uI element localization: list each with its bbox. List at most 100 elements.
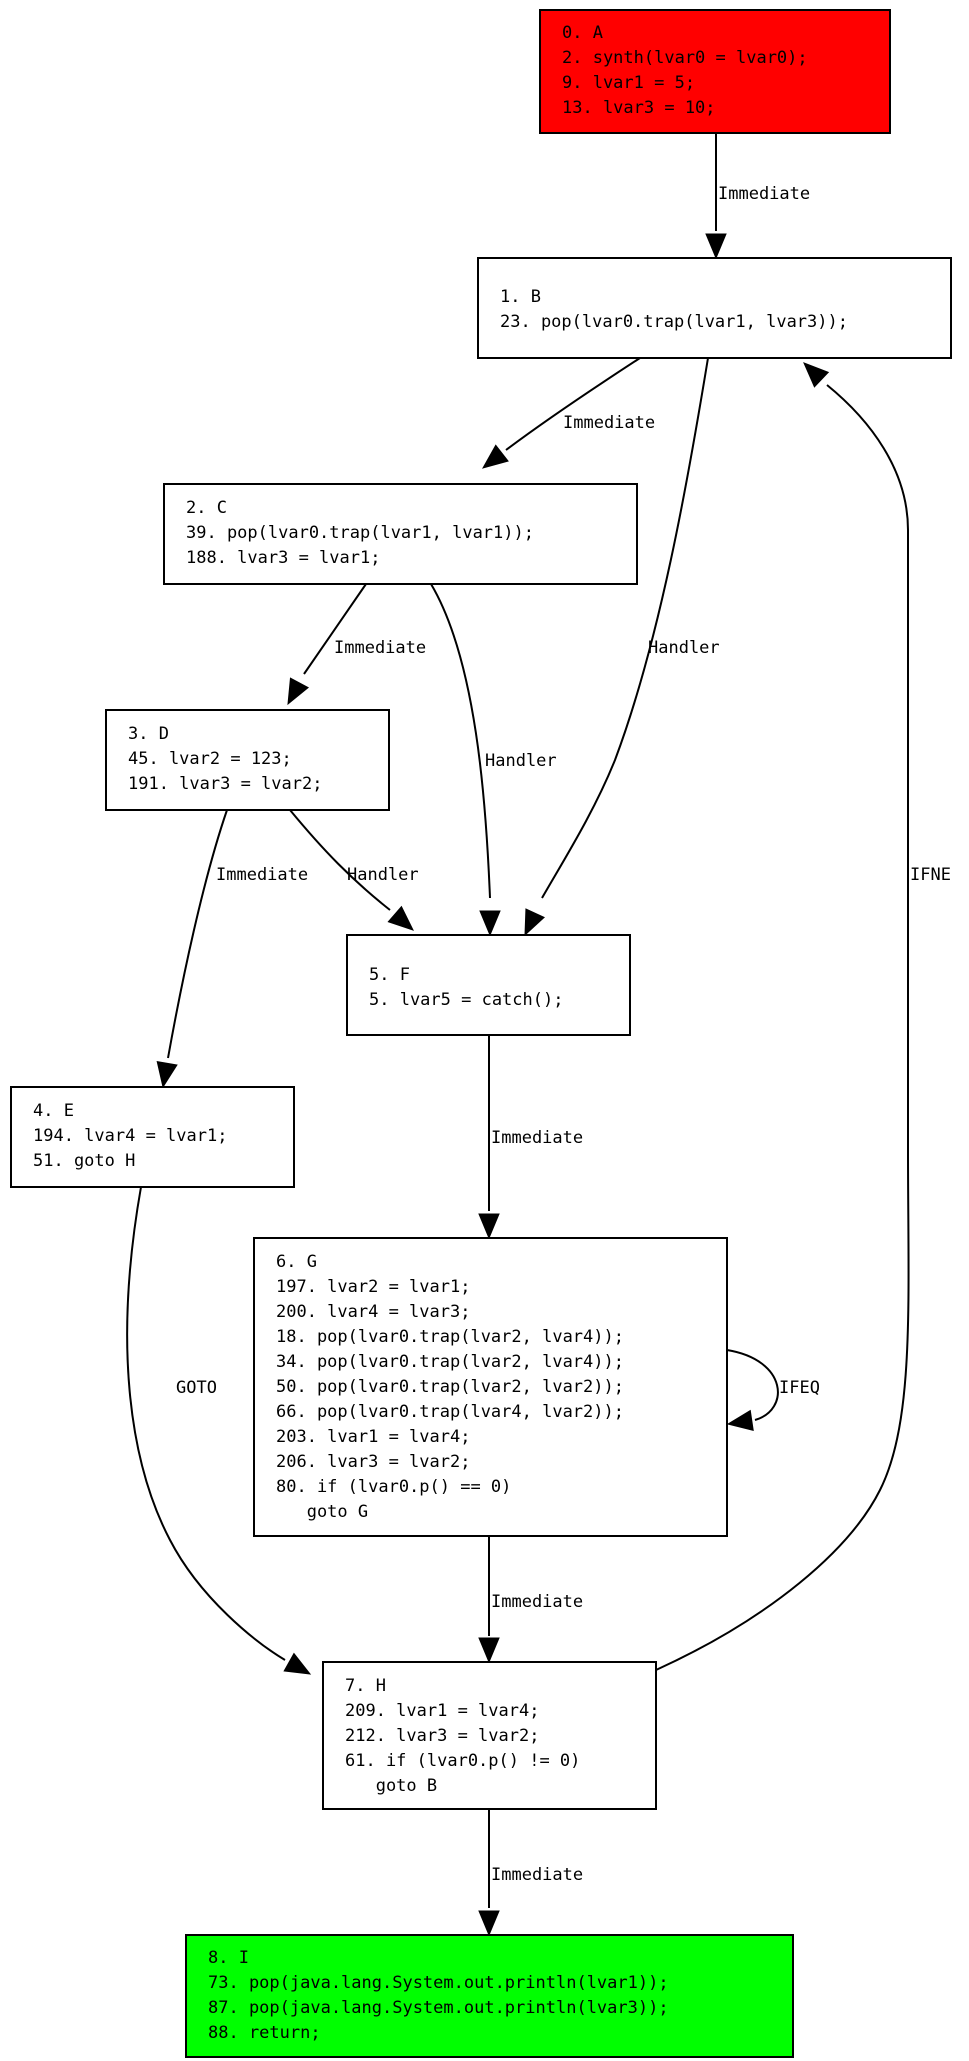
node-line: 212. lvar3 = lvar2; [345, 1726, 539, 1746]
node-line: goto G [276, 1502, 368, 1522]
edge-label: Immediate [334, 638, 426, 658]
arrowhead-icon [478, 1637, 500, 1664]
edge-d-e: Immediate [156, 809, 308, 1089]
edge-label: Handler [485, 751, 557, 771]
node-line: 45. lvar2 = 123; [128, 749, 292, 769]
node-line: goto B [345, 1776, 437, 1796]
node-box [253, 1237, 728, 1537]
edges-layer: ImmediateImmediateHandlerImmediateHandle… [126, 133, 951, 1937]
edge-line [167, 809, 228, 1059]
edge-g-g: IFEQ [726, 1349, 820, 1432]
node-line: 13. lvar3 = 10; [562, 98, 716, 118]
arrowhead-icon [283, 1652, 312, 1675]
node-line: 61. if (lvar0.p() != 0) [345, 1751, 580, 1771]
edge-label: Handler [347, 865, 419, 885]
edge-line [505, 357, 641, 451]
node-line: 80. if (lvar0.p() == 0) [276, 1477, 511, 1497]
edge-g-h: Immediate [478, 1536, 583, 1664]
node-line: 73. pop(java.lang.System.out.println(lva… [208, 1973, 669, 1993]
edge-c-f: Handler [430, 583, 557, 937]
node-line: 39. pop(lvar0.trap(lvar1, lvar1)); [186, 523, 534, 543]
node-line: 50. pop(lvar0.trap(lvar2, lvar2)); [276, 1377, 624, 1397]
edge-label: IFEQ [779, 1378, 820, 1398]
node-box [477, 257, 952, 359]
edge-label: Immediate [491, 1128, 583, 1148]
edge-c-d: Immediate [287, 583, 426, 706]
node-box [322, 1661, 657, 1810]
node-line: 5. lvar5 = catch(); [369, 990, 563, 1010]
edge-label: GOTO [176, 1378, 217, 1398]
edge-line [655, 384, 910, 1671]
node-d: 3. D 45. lvar2 = 123; 191. lvar3 = lvar2; [105, 709, 390, 811]
node-f: 5. F 5. lvar5 = catch(); [346, 934, 631, 1036]
node-line: 2. synth(lvar0 = lvar0); [562, 48, 808, 68]
node-line: 6. G [276, 1252, 317, 1272]
edge-f-g: Immediate [478, 1035, 583, 1240]
node-b: 1. B 23. pop(lvar0.trap(lvar1, lvar3)); [477, 257, 952, 359]
node-line: 206. lvar3 = lvar2; [276, 1452, 470, 1472]
node-i: 8. I 73. pop(java.lang.System.out.println… [185, 1934, 794, 2058]
node-e: 4. E 194. lvar4 = lvar1; 51. goto H [10, 1086, 295, 1188]
nodes-layer: 0. A2. synth(lvar0 = lvar0);9. lvar1 = 5… [10, 9, 952, 2058]
node-line: 23. pop(lvar0.trap(lvar1, lvar3)); [500, 312, 848, 332]
edge-label: Immediate [563, 413, 655, 433]
arrowhead-icon [524, 908, 545, 937]
edge-label: Immediate [718, 184, 810, 204]
edge-line [126, 1186, 286, 1661]
node-box [346, 934, 631, 1036]
node-box [185, 1934, 794, 2058]
node-line: 188. lvar3 = lvar1; [186, 548, 380, 568]
edge-label: Immediate [491, 1865, 583, 1885]
arrowhead-icon [479, 910, 501, 937]
node-box [10, 1086, 295, 1188]
node-line: 7. H [345, 1676, 386, 1696]
node-line: 3. D [128, 724, 169, 744]
node-line: 200. lvar4 = lvar3; [276, 1302, 470, 1322]
edge-line [303, 583, 367, 675]
edge-a-b: Immediate [705, 133, 810, 260]
arrowhead-icon [387, 905, 414, 931]
node-box [105, 709, 390, 811]
node-line: 18. pop(lvar0.trap(lvar2, lvar4)); [276, 1327, 624, 1347]
edge-b-c: Immediate [481, 357, 655, 469]
arrowhead-icon [803, 362, 830, 388]
arrowhead-icon [156, 1061, 178, 1089]
node-line: 4. E [33, 1101, 74, 1121]
edge-h-i: Immediate [478, 1809, 583, 1937]
node-line: 191. lvar3 = lvar2; [128, 774, 322, 794]
edge-d-f: Handler [289, 809, 419, 931]
node-line: 5. F [369, 965, 410, 985]
node-line: 34. pop(lvar0.trap(lvar2, lvar4)); [276, 1352, 624, 1372]
node-c: 2. C 39. pop(lvar0.trap(lvar1, lvar1)); 18… [163, 483, 638, 585]
edge-label: Immediate [491, 1592, 583, 1612]
edge-line [541, 357, 709, 899]
arrowhead-icon [478, 1213, 500, 1240]
node-box [163, 483, 638, 585]
arrowhead-icon [287, 677, 310, 706]
edge-line [289, 809, 391, 911]
node-h: 7. H 209. lvar1 = lvar4; 212. lvar3 = lvar… [322, 1661, 657, 1810]
node-line: 209. lvar1 = lvar4; [345, 1701, 539, 1721]
node-a: 0. A2. synth(lvar0 = lvar0);9. lvar1 = 5… [539, 9, 891, 134]
edge-line [726, 1349, 779, 1421]
node-line: 88. return; [208, 2023, 321, 2043]
arrowhead-icon [478, 1910, 500, 1937]
node-line: 9. lvar1 = 5; [562, 73, 695, 93]
edge-label: IFNE [910, 865, 951, 885]
arrowhead-icon [481, 444, 509, 469]
node-g: 6. G 197. lvar2 = lvar1; 200. lvar4 = lvar… [253, 1237, 728, 1537]
node-line: 197. lvar2 = lvar1; [276, 1277, 470, 1297]
arrowhead-icon [705, 233, 727, 260]
node-line: 51. goto H [33, 1151, 135, 1171]
node-line: 87. pop(java.lang.System.out.println(lva… [208, 1998, 669, 2018]
edge-line [430, 583, 491, 899]
node-line: 1. B [500, 287, 541, 307]
edge-label: Immediate [216, 865, 308, 885]
node-box [539, 9, 891, 134]
node-line: 8. I [208, 1948, 249, 1968]
edge-e-h: GOTO [126, 1186, 312, 1675]
edge-b-f: Handler [524, 357, 720, 937]
node-line: 2. C [186, 498, 227, 518]
node-line: 194. lvar4 = lvar1; [33, 1126, 227, 1146]
